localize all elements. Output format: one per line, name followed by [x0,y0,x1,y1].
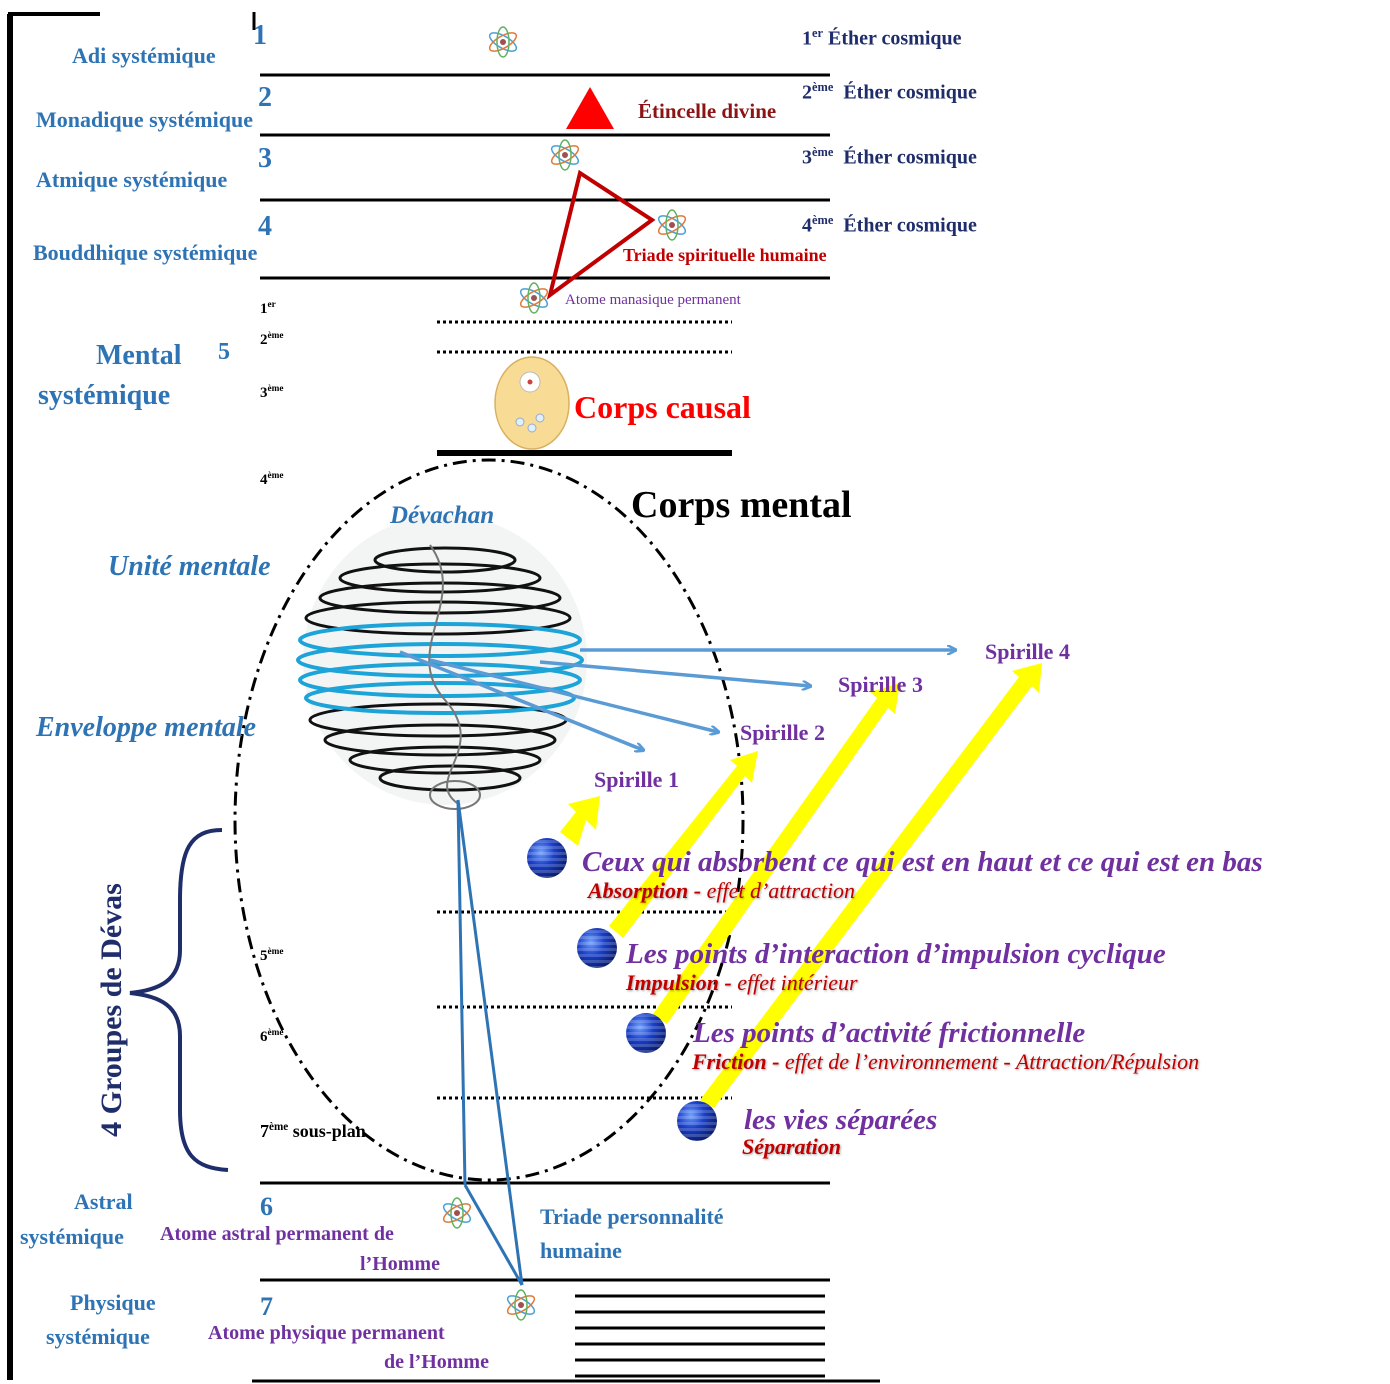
plane-name: Bouddhique systémique [33,242,257,264]
mental-envelope-label: Enveloppe mentale [36,714,256,742]
mental-unit-label: Unité mentale [108,553,271,581]
plane-number: 3 [258,145,272,173]
deva-group-effect: Impulsion - effet intérieur [626,972,858,994]
mental-name-line1: Mental [96,342,182,370]
deva-group-title: Les points d’interaction d’impulsion cyc… [626,940,1166,969]
manasic-atom-label: Atome manasique permanent [565,293,741,308]
ether-label: 3ème Éther cosmique [802,146,977,168]
divine-spark-triangle-icon [566,87,614,129]
physical-plane-lines [575,1296,825,1376]
spirille-label: Spirille 1 [594,769,679,791]
deva-group-title: Ceux qui absorbent ce qui est en haut et… [582,848,1263,877]
ether-label: 2ème Éther cosmique [802,81,977,103]
atom-icon [656,210,688,240]
atom-icon [505,1290,537,1320]
deva-group-title: les vies séparées [744,1106,937,1135]
divine-spark-label: Étincelle divine [638,101,776,122]
plane-number: 2 [258,84,272,112]
spirille-label: Spirille 4 [985,641,1070,663]
plane-number: 1 [253,22,267,50]
subplane-label: 2ème [260,332,284,348]
atom-icon [518,283,550,313]
deva-groups-label: 4 Groupes de Dévas [97,883,127,1137]
deva-group-effect: Friction - effet de l’environnement - At… [692,1051,1199,1073]
personality-triad-label-line1: Triade personnalité [540,1206,724,1228]
physical-name-line2: systémique [46,1326,150,1348]
atom-icon [441,1198,473,1228]
astral-name-line1: Astral [74,1191,133,1213]
subplane-label: 4ème [260,472,284,488]
ether-label: 4ème Éther cosmique [802,214,977,236]
deva-group-title: Les points d’activité frictionnelle [693,1019,1085,1048]
devachan-label: Dévachan [390,503,494,528]
causal-body-icon [495,357,569,449]
deva-groups-brace-icon [130,830,228,1170]
physical-atom-label-line2: de l’Homme [384,1352,489,1372]
plane-number: 6 [260,1194,273,1220]
mental-name-line2: systémique [38,382,170,410]
left-frame [8,14,100,1380]
plane-number: 4 [258,213,272,241]
atom-icon [549,140,581,170]
plane-name: Atmique systémique [36,169,227,191]
plane-number: 5 [218,340,230,364]
deva-group-effect: Séparation [742,1136,841,1158]
causal-body-label: Corps causal [574,391,751,423]
astral-atom-label-line1: Atome astral permanent de [160,1224,394,1244]
plane-number: 7 [260,1294,273,1320]
astral-name-line2: systémique [20,1226,124,1248]
subplane-label: 5ème [260,948,284,964]
ether-label: 1er Éther cosmique [802,27,962,49]
astral-atom-label-line2: l’Homme [360,1254,440,1274]
subplane-label: 6ème [260,1029,284,1045]
atom-icon [487,27,519,57]
personality-triad-label-line2: humaine [540,1240,622,1262]
subplane-label: 7ème sous-plan [260,1122,366,1140]
mental-body-label: Corps mental [631,486,852,524]
deva-group-effect: Absorption - effet d’attraction [588,880,855,902]
physical-name-line1: Physique [70,1292,156,1314]
spiritual-triad-label: Triade spirituelle humaine [623,246,827,264]
plane-name: Adi systémique [72,45,216,67]
subplane-label: 3ème [260,385,284,401]
subplane-label: 1er [260,301,276,317]
spirille-label: Spirille 3 [838,674,923,696]
plane-name: Monadique systémique [36,109,253,131]
physical-atom-label-line1: Atome physique permanent [208,1323,445,1343]
spirille-label: Spirille 2 [740,722,825,744]
